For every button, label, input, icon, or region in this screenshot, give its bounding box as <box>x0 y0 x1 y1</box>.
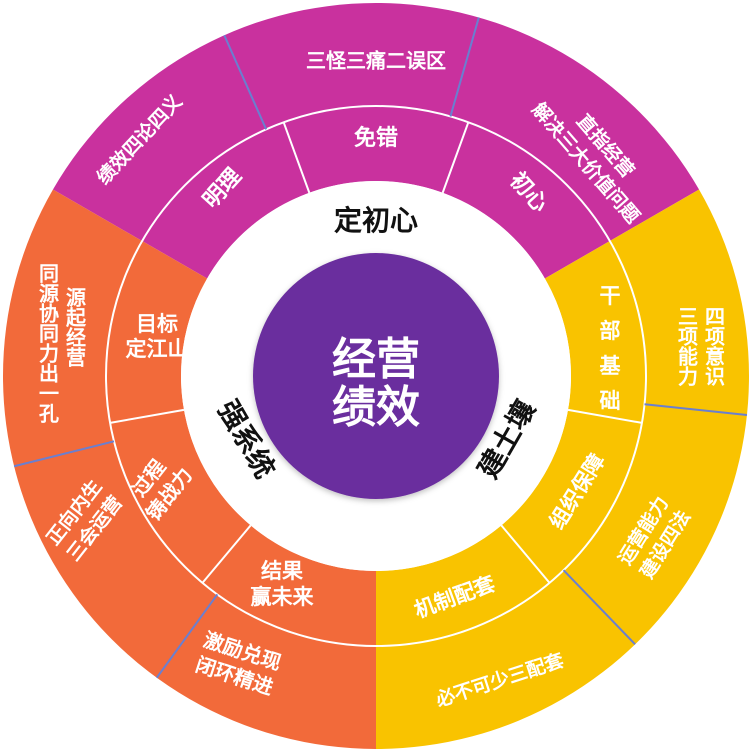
left-inner-top-line2: 定江山 <box>126 337 189 361</box>
outer-divider <box>449 17 480 117</box>
outer-divider <box>155 593 219 679</box>
right-inner-top-col3: 基 <box>600 354 622 378</box>
outer-divider <box>562 569 636 646</box>
left-inner-bottom-line1: 结果 <box>261 559 303 583</box>
outer-divider <box>223 34 268 130</box>
center-title-line1: 经营 <box>332 334 420 385</box>
inner-divider <box>500 524 551 584</box>
outer-divider <box>13 440 115 468</box>
left-outer-top-col2: 源起经营 <box>63 287 87 368</box>
inner-divider <box>441 121 470 194</box>
right-outer-top-col1: 四项意识 <box>702 306 726 387</box>
left-inner-top-line1: 目标 <box>136 312 178 336</box>
top-outer-mid: 三怪三痛二误区 <box>306 49 446 73</box>
sector-right <box>376 189 749 749</box>
top-inner-mid: 免错 <box>354 125 398 151</box>
right-inner-top-col1: 干 <box>600 284 621 308</box>
center-title-line2: 绩效 <box>332 382 420 433</box>
ring-separator <box>105 105 647 647</box>
right-outer-top-col2: 三项能力 <box>675 306 699 387</box>
inner-divider <box>109 408 185 424</box>
inner-divider <box>567 408 643 424</box>
group-label-top: 定初心 <box>334 204 418 237</box>
sector-top <box>52 3 700 279</box>
right-inner-top-col4: 础 <box>600 389 621 413</box>
inner-divider <box>201 524 252 584</box>
inner-divider <box>282 121 311 194</box>
sector-left <box>2 189 376 749</box>
right-inner-top-col2: 部 <box>600 319 621 343</box>
outer-divider <box>644 403 748 416</box>
center-circle <box>253 253 499 499</box>
left-outer-top-col1: 同源协同力出一孔 <box>36 263 60 423</box>
left-inner-bottom-line2: 赢未来 <box>251 585 315 609</box>
